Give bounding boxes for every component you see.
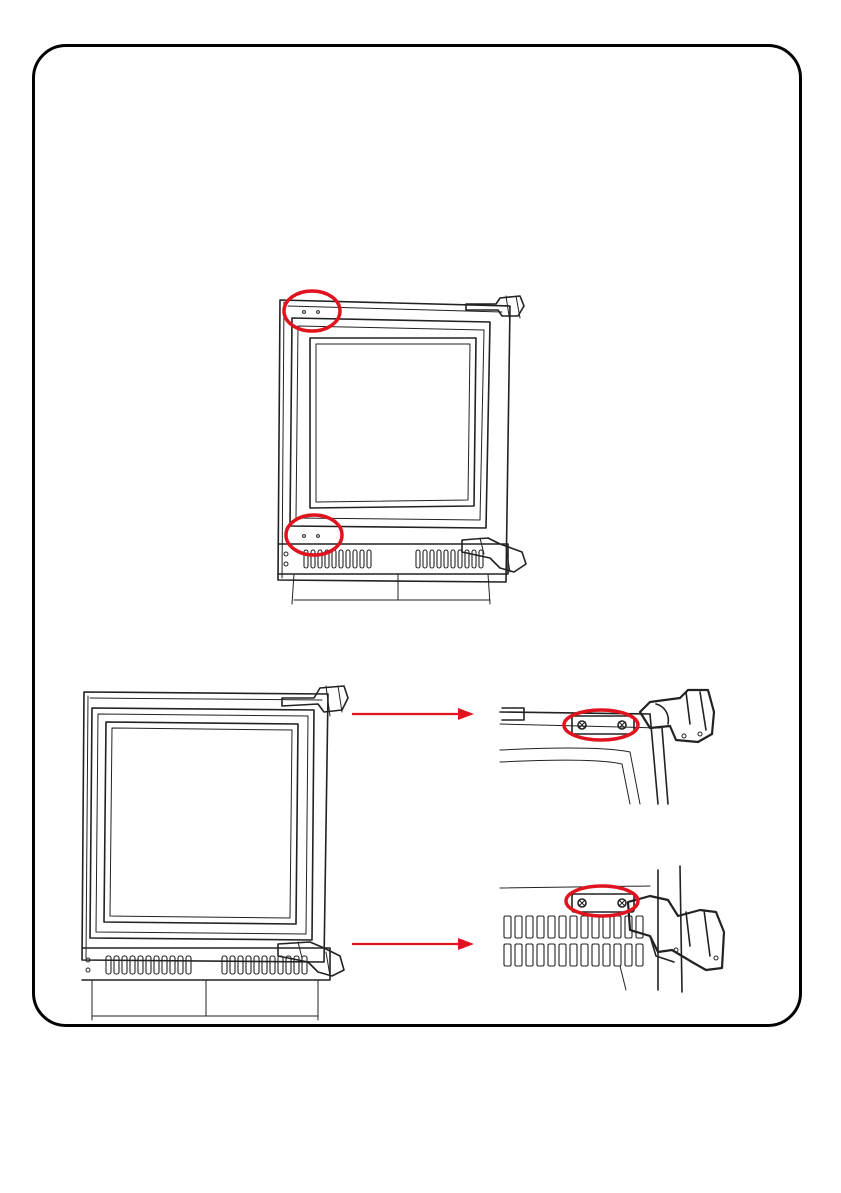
hinge-icon	[282, 686, 348, 716]
vent-left	[106, 956, 191, 974]
vent-slot	[504, 916, 511, 938]
vent-slot	[278, 956, 283, 974]
vent-slot	[360, 550, 364, 568]
vent-slot	[603, 916, 610, 938]
vent-slot	[332, 550, 336, 568]
vent-slot	[526, 916, 533, 938]
screw-icon	[578, 721, 586, 729]
vent-slot	[311, 550, 315, 568]
vent-grille	[504, 916, 643, 966]
red-circle-highlight-icon	[564, 710, 638, 740]
vent-slot	[302, 956, 307, 974]
vent-slot	[515, 944, 522, 966]
vent-slot	[559, 944, 566, 966]
door-outline	[290, 318, 490, 528]
vent-slot	[154, 956, 159, 974]
plinth	[278, 544, 508, 604]
vent-slot	[170, 956, 175, 974]
red-arrow-icon	[350, 704, 480, 724]
vent-slot	[246, 956, 251, 974]
screw-icon	[578, 899, 586, 907]
hinge-icon	[628, 896, 724, 970]
vent-slot	[603, 944, 610, 966]
vent-slot	[504, 944, 511, 966]
vent-slot	[548, 944, 555, 966]
vent-slot	[548, 916, 555, 938]
vent-slot	[592, 916, 599, 938]
vent-slot	[592, 944, 599, 966]
vent-slot	[537, 916, 544, 938]
vent-left	[304, 550, 371, 568]
vent-slot	[106, 956, 111, 974]
fridge-overview	[270, 282, 540, 612]
door-outline	[90, 708, 314, 940]
vent-slot	[570, 916, 577, 938]
vent-slot	[130, 956, 135, 974]
top-hinge-detail	[500, 684, 730, 809]
vent-slot	[537, 944, 544, 966]
vent-slot	[138, 956, 143, 974]
vent-slot	[353, 550, 357, 568]
vent-slot	[367, 550, 371, 568]
vent-slot	[346, 550, 350, 568]
vent-slot	[614, 916, 621, 938]
vent-slot	[222, 956, 227, 974]
vent-slot	[262, 956, 267, 974]
vent-slot	[581, 916, 588, 938]
vent-slot	[114, 956, 119, 974]
vent-slot	[339, 550, 343, 568]
vent-slot	[238, 956, 243, 974]
vent-slot	[444, 550, 448, 568]
red-arrow-icon	[350, 934, 480, 954]
vent-slot	[437, 550, 441, 568]
red-circle-highlight-icon	[286, 515, 342, 555]
vent-slot	[559, 916, 566, 938]
vent-slot	[423, 550, 427, 568]
vent-slot	[254, 956, 259, 974]
vent-slot	[458, 550, 462, 568]
vent-slot	[625, 944, 632, 966]
vent-slot	[581, 944, 588, 966]
vent-slot	[636, 944, 643, 966]
vent-slot	[526, 944, 533, 966]
screw-icon	[618, 899, 626, 907]
screw-icon	[618, 721, 626, 729]
vent-slot	[472, 550, 476, 568]
vent-slot	[146, 956, 151, 974]
vent-slot	[614, 944, 621, 966]
vent-slot	[230, 956, 235, 974]
vent-slot	[270, 956, 275, 974]
red-circle-highlight-icon	[284, 291, 340, 331]
vent-slot	[430, 550, 434, 568]
vent-slot	[416, 550, 420, 568]
vent-slot	[178, 956, 183, 974]
vent-slot	[479, 550, 483, 568]
vent-right	[416, 550, 483, 568]
hinge-icon	[278, 942, 344, 976]
fridge-front-view	[78, 680, 368, 1025]
vent-slot	[162, 956, 167, 974]
vent-slot	[186, 956, 191, 974]
vent-slot	[570, 944, 577, 966]
hinge-icon	[466, 296, 524, 322]
vent-slot	[515, 916, 522, 938]
vent-slot	[122, 956, 127, 974]
bottom-hinge-detail	[500, 866, 740, 996]
vent-slot	[451, 550, 455, 568]
